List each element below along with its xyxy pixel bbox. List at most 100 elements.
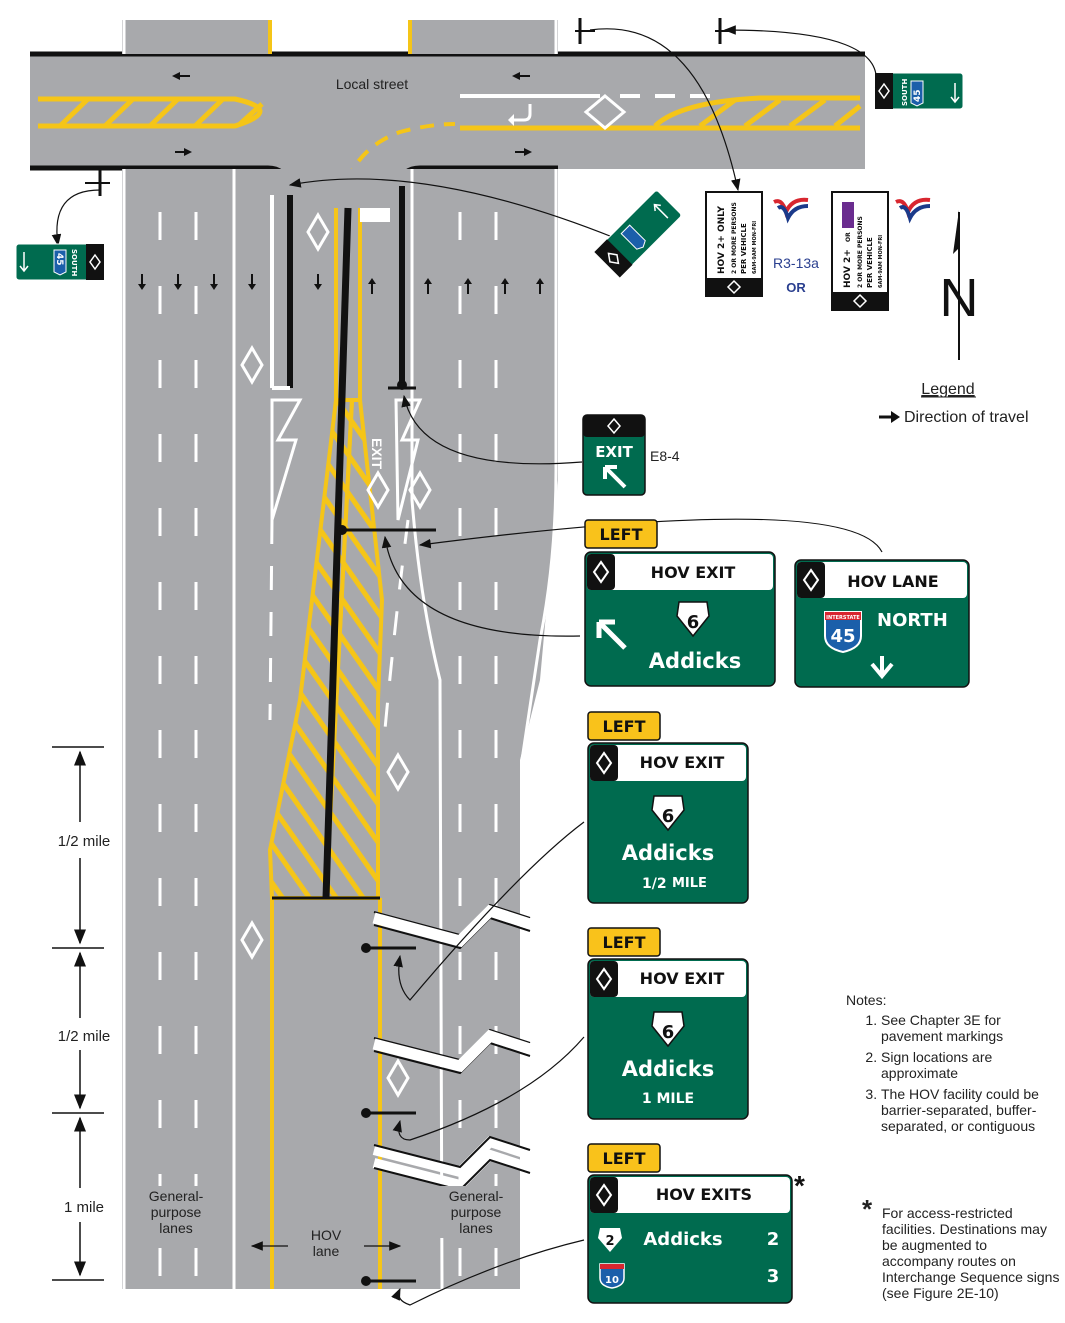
svg-text:LEFT: LEFT bbox=[603, 933, 646, 952]
svg-text:HOV 2+ ONLY: HOV 2+ ONLY bbox=[717, 206, 727, 274]
local-street bbox=[30, 51, 865, 206]
hov-lane-label: HOV lane bbox=[311, 1227, 342, 1259]
svg-text:LEFT: LEFT bbox=[603, 1149, 646, 1168]
sign-posts bbox=[85, 18, 732, 1286]
svg-text:45: 45 bbox=[913, 89, 923, 102]
hov-exit-text: HOV EXIT bbox=[651, 563, 736, 582]
lane-direction-arrow-icon bbox=[314, 274, 322, 290]
svg-text:6: 6 bbox=[662, 1022, 675, 1043]
or-label: OR bbox=[786, 280, 806, 295]
svg-text:Addicks: Addicks bbox=[643, 1229, 722, 1250]
note-1: See Chapter 3E for pavement markings bbox=[881, 1012, 1056, 1044]
e8-4-exit-text: EXIT bbox=[595, 443, 633, 461]
svg-text:PER VEHICLE: PER VEHICLE bbox=[866, 237, 874, 288]
svg-text:NORTH: NORTH bbox=[877, 610, 948, 631]
svg-text:PER VEHICLE: PER VEHICLE bbox=[740, 223, 748, 274]
svg-text:HOV EXITS: HOV EXITS bbox=[656, 1185, 752, 1204]
svg-text:2 OR MORE PERSONS: 2 OR MORE PERSONS bbox=[857, 216, 864, 288]
lane-direction-arrow-icon bbox=[424, 278, 432, 294]
svg-text:6AM-9AM MON-FRI: 6AM-9AM MON-FRI bbox=[878, 235, 884, 288]
legend-arrow-icon bbox=[879, 411, 900, 423]
distance-label-3: 1 mile bbox=[64, 1199, 104, 1216]
hov-regulatory-sign: HOV 2+ ONLY 2 OR MORE PERSONS PER VEHICL… bbox=[705, 191, 763, 297]
hov-regulatory-sign-alt: HOV 2+ OR 2 OR MORE PERSONS PER VEHICLE … bbox=[831, 191, 889, 311]
svg-text:6: 6 bbox=[662, 806, 675, 827]
lane-direction-arrow-icon bbox=[138, 274, 146, 290]
north-arrow: N bbox=[940, 210, 979, 360]
svg-text:1/2: 1/2 bbox=[642, 876, 667, 892]
local-street-label: Local street bbox=[336, 76, 408, 92]
hov-exits-sequence-sign: LEFT HOV EXITS 2 Addicks 2 10 3 bbox=[587, 1143, 793, 1304]
r3-13a-label: R3-13a bbox=[773, 255, 819, 271]
break-lines bbox=[372, 903, 532, 1192]
north-letter: N bbox=[940, 268, 979, 328]
svg-text:HOV: HOV bbox=[311, 1227, 342, 1243]
svg-text:6: 6 bbox=[687, 612, 700, 633]
freeway: EXIT bbox=[122, 169, 558, 1290]
lane-direction-arrow-icon bbox=[536, 278, 544, 294]
svg-text:45: 45 bbox=[54, 253, 64, 266]
svg-text:purpose: purpose bbox=[151, 1204, 202, 1220]
svg-text:2: 2 bbox=[605, 1234, 614, 1249]
hov-exit-half-mile-sign: LEFT HOV EXIT 6 Addicks 1/2 MILE bbox=[587, 711, 749, 904]
addicks-text: Addicks bbox=[649, 649, 741, 673]
hov-entrance-sign-top-right: SOUTH 45 bbox=[874, 72, 964, 110]
notes-block: Notes: See Chapter 3E for pavement marki… bbox=[846, 992, 1056, 1139]
hov-entrance-sign-left: SOUTH 45 bbox=[15, 243, 105, 281]
e8-4-label: E8-4 bbox=[650, 448, 680, 464]
lane-direction-arrow-icon bbox=[368, 278, 376, 294]
svg-text:2: 2 bbox=[767, 1229, 780, 1250]
svg-text:6AM-9AM MON-FRI: 6AM-9AM MON-FRI bbox=[752, 221, 758, 274]
svg-text:lane: lane bbox=[313, 1243, 340, 1259]
svg-text:HOV EXIT: HOV EXIT bbox=[640, 969, 725, 988]
distance-dimensions bbox=[52, 746, 104, 1281]
svg-text:1 MILE: 1 MILE bbox=[642, 1091, 694, 1107]
svg-text:2 OR MORE PERSONS: 2 OR MORE PERSONS bbox=[731, 202, 738, 274]
gp-lanes-left-label: General- purpose lanes bbox=[140, 1186, 214, 1238]
svg-text:SOUTH: SOUTH bbox=[70, 249, 78, 276]
note-3: The HOV facility could be barrier-separa… bbox=[881, 1086, 1056, 1134]
asterisk-mark: * bbox=[794, 1170, 805, 1201]
distance-label-1: 1/2 mile bbox=[58, 833, 111, 850]
hov-lane-north-sign: HOV LANE INTERSTATE 45 NORTH bbox=[794, 559, 970, 688]
svg-text:45: 45 bbox=[830, 626, 855, 647]
svg-text:Addicks: Addicks bbox=[622, 1057, 714, 1081]
lane-direction-arrow-icon bbox=[210, 274, 218, 290]
svg-text:MILE: MILE bbox=[672, 876, 707, 891]
footnote-text: For access-restricted facilities. Destin… bbox=[882, 1205, 1060, 1301]
svg-text:purpose: purpose bbox=[451, 1204, 502, 1220]
svg-text:OR: OR bbox=[845, 232, 852, 242]
svg-text:SOUTH: SOUTH bbox=[901, 79, 909, 106]
svg-text:LEFT: LEFT bbox=[603, 717, 646, 736]
svg-text:General-: General- bbox=[149, 1188, 204, 1204]
lane-direction-arrow-icon bbox=[248, 274, 256, 290]
svg-text:INTERSTATE: INTERSTATE bbox=[826, 615, 860, 621]
toll-logo-1 bbox=[773, 197, 809, 224]
hov-exit-guide-sign: LEFT HOV EXIT 6 Addicks bbox=[584, 519, 776, 687]
gp-lanes-right-label: General- purpose lanes bbox=[440, 1186, 514, 1238]
svg-text:HOV EXIT: HOV EXIT bbox=[640, 753, 725, 772]
distance-label-2: 1/2 mile bbox=[58, 1028, 111, 1045]
note-2: Sign locations are approximate bbox=[881, 1049, 1056, 1081]
legend-item-label: Direction of travel bbox=[904, 409, 1029, 426]
svg-text:General-: General- bbox=[449, 1188, 504, 1204]
svg-text:lanes: lanes bbox=[459, 1220, 492, 1236]
lane-direction-arrow-icon bbox=[174, 274, 182, 290]
e8-4-exit-sign: EXIT bbox=[582, 414, 646, 496]
left-tab-text: LEFT bbox=[600, 525, 643, 544]
hov-entrance-sign-diagonal bbox=[594, 190, 682, 278]
lane-direction-arrow-icon bbox=[501, 278, 509, 294]
hov-exit-one-mile-sign: LEFT HOV EXIT 6 Addicks 1 MILE bbox=[587, 927, 749, 1120]
interstate-45-shield: INTERSTATE 45 bbox=[824, 611, 862, 654]
svg-text:HOV 2+: HOV 2+ bbox=[843, 249, 853, 288]
svg-text:3: 3 bbox=[767, 1266, 780, 1287]
svg-text:Addicks: Addicks bbox=[622, 841, 714, 865]
legend-title: Legend bbox=[921, 381, 974, 398]
footnote-asterisk: * bbox=[862, 1194, 873, 1224]
notes-title: Notes: bbox=[846, 992, 887, 1008]
pavement-exit-text: EXIT bbox=[369, 438, 385, 470]
svg-text:lanes: lanes bbox=[159, 1220, 192, 1236]
lane-direction-arrow-icon bbox=[464, 278, 472, 294]
interstate-10-shield: 10 bbox=[599, 1263, 625, 1289]
